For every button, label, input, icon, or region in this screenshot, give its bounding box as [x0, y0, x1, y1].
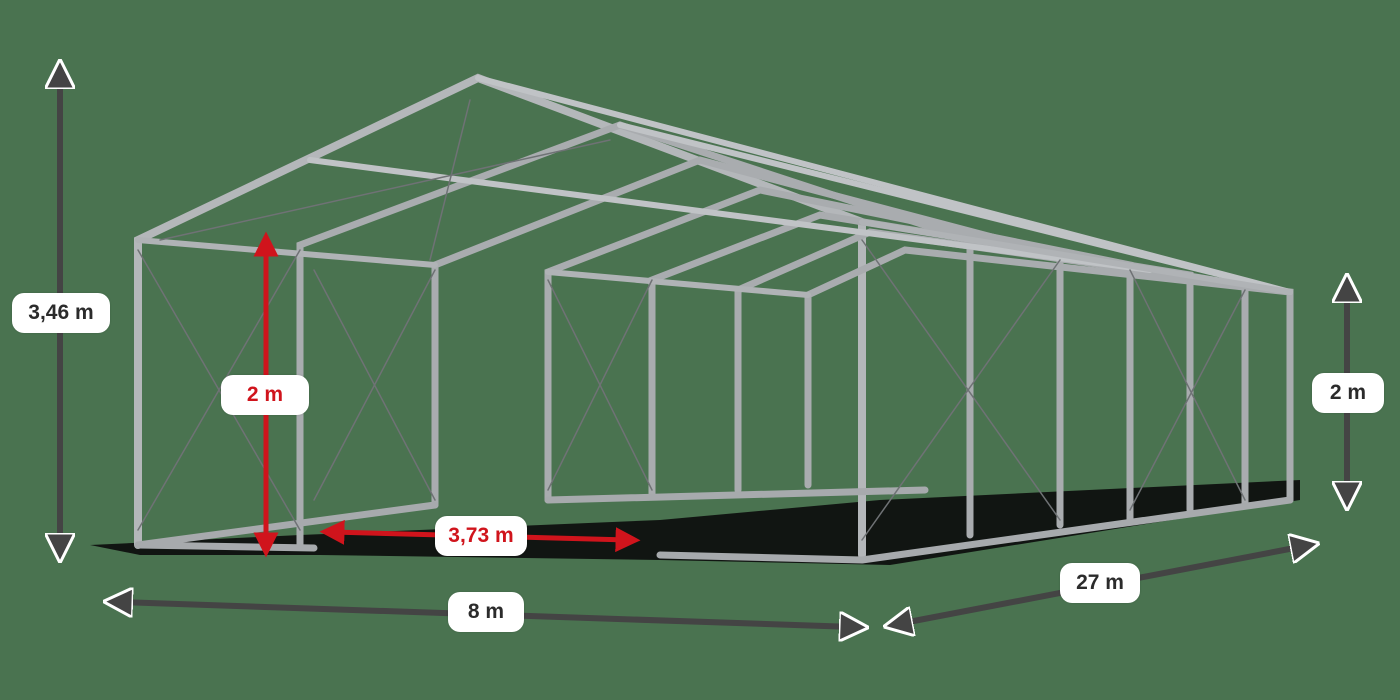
inner-height-label: 2 m [221, 375, 309, 415]
total-height-label: 3,46 m [12, 293, 110, 333]
side-height-label: 2 m [1312, 373, 1384, 413]
width-label: 8 m [448, 592, 524, 632]
bay-spacing-label: 3,73 m [435, 516, 527, 556]
length-label: 27 m [1060, 563, 1140, 603]
tent-frame [132, 73, 1295, 566]
